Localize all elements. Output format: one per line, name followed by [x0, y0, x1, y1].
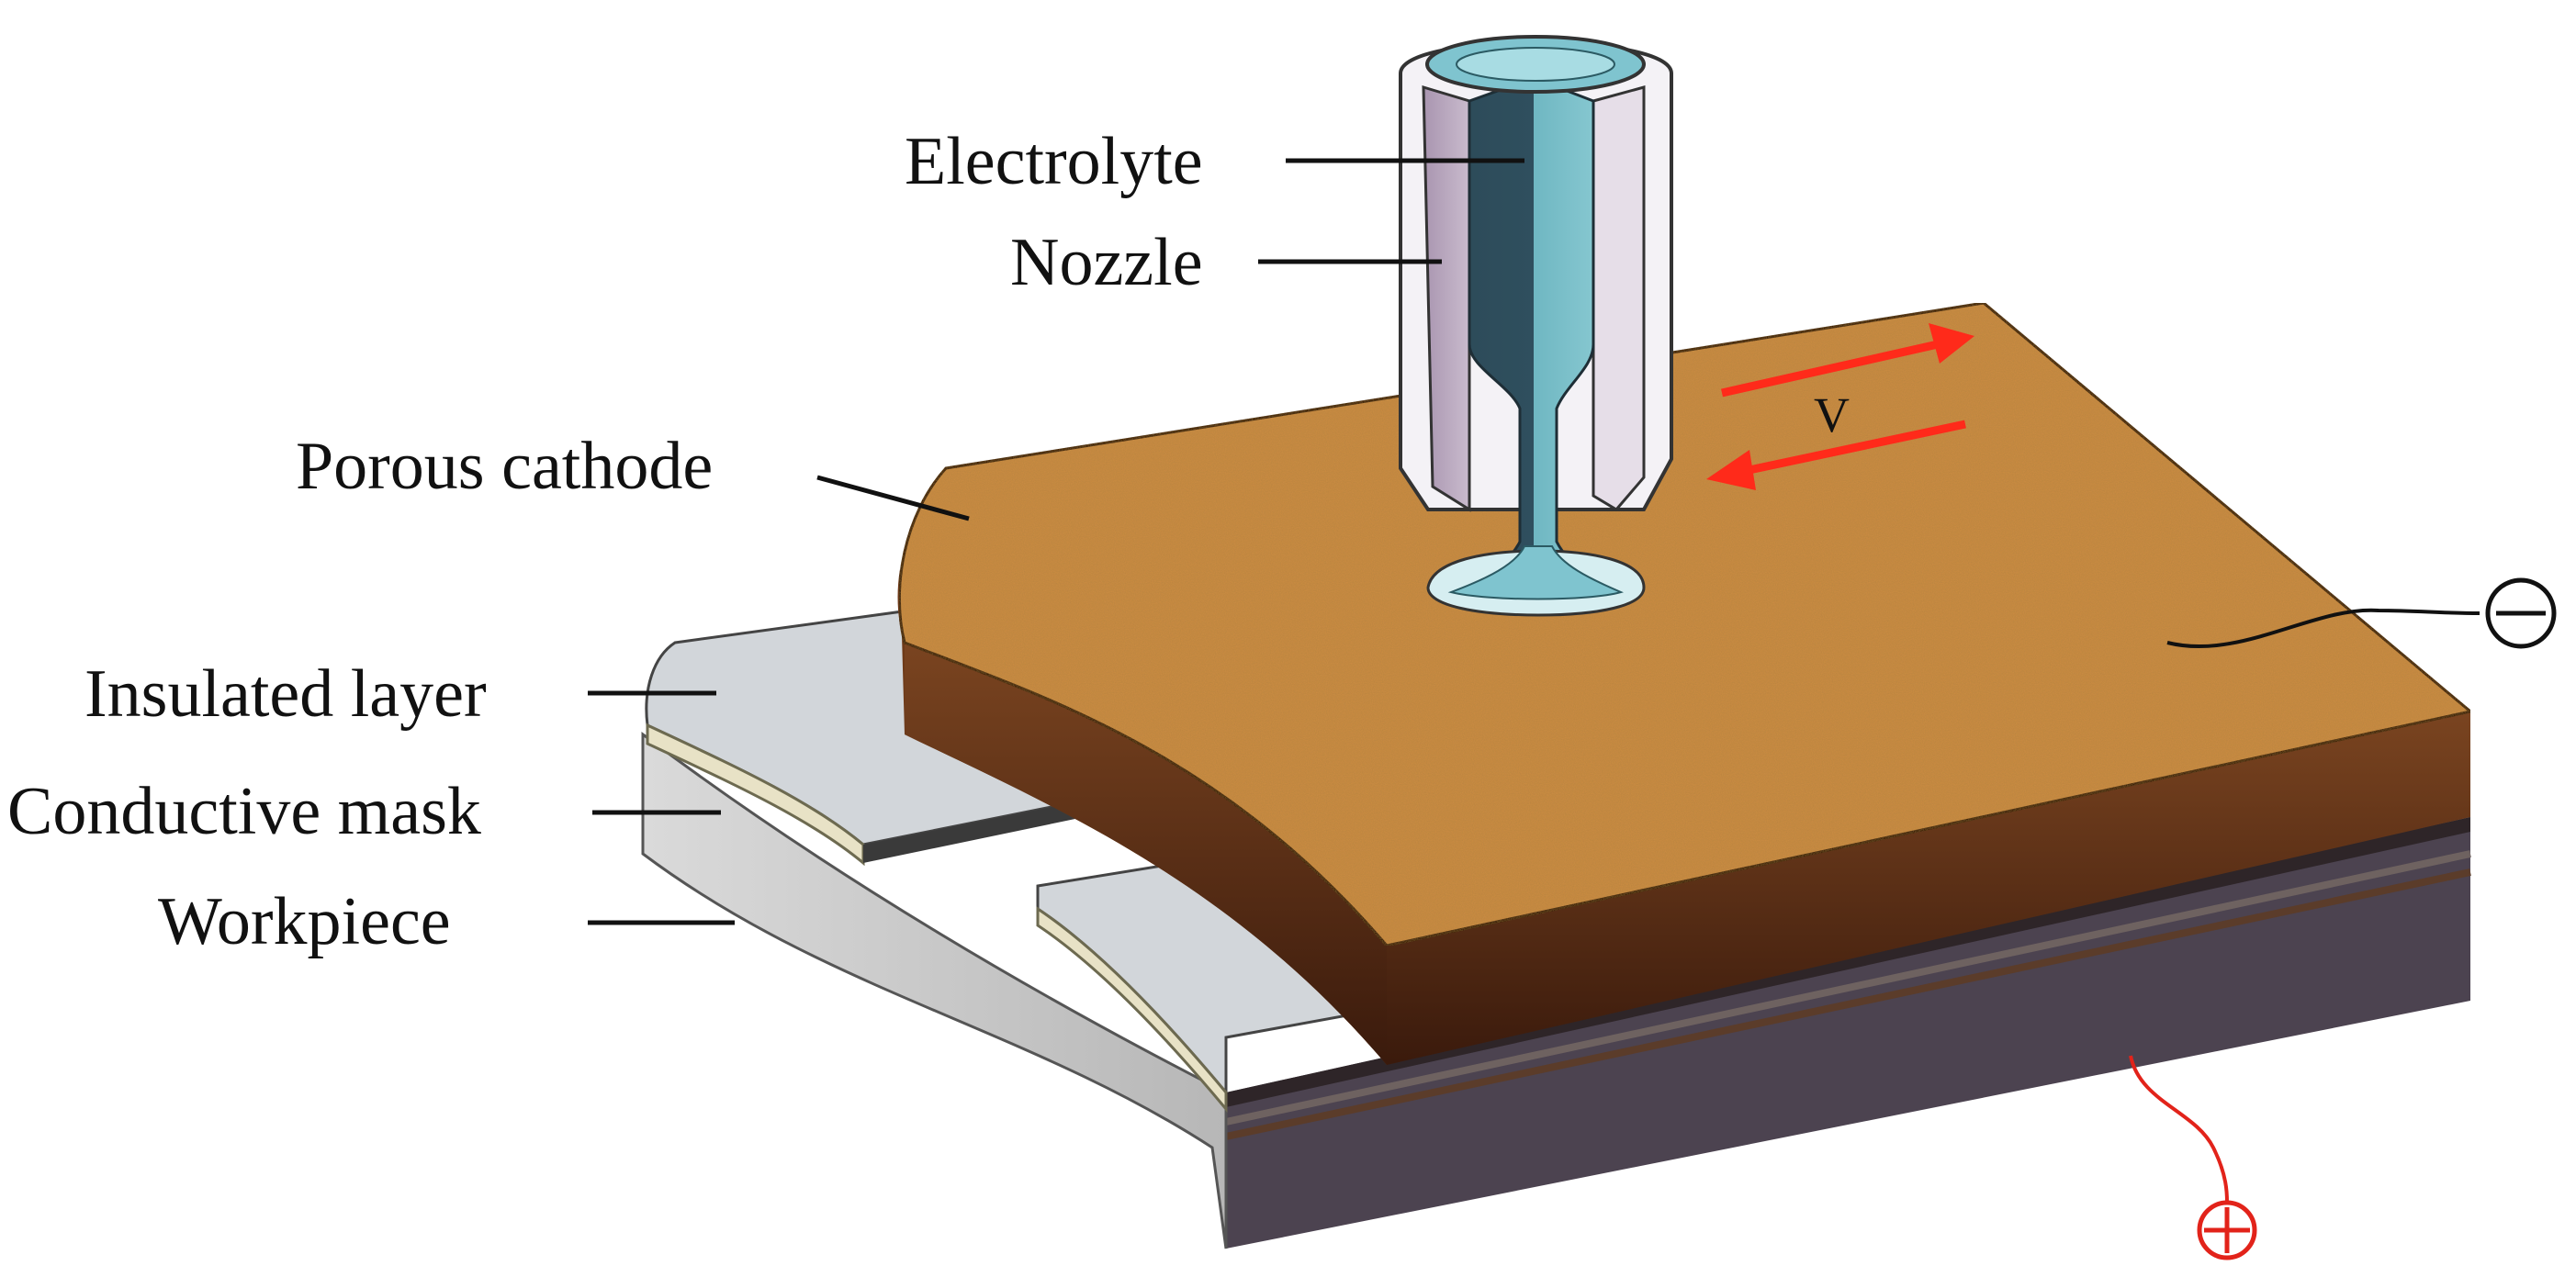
porous-cathode	[897, 301, 2474, 1065]
nozzle-assembly	[1399, 35, 1673, 617]
cathode-top-face	[897, 301, 2474, 947]
workpiece-front-top-strip	[1226, 817, 2470, 1107]
nozzle-wall-right	[1592, 85, 1646, 511]
nozzle-wall	[1422, 84, 1471, 512]
workpiece-front-face	[1226, 817, 2470, 1249]
arrow-left	[1744, 420, 1966, 476]
workpiece	[641, 732, 2471, 1249]
workpiece-layer-line-2	[1225, 868, 2471, 1140]
electrolyte-surface	[1456, 47, 1615, 82]
insulated-layer-edge	[863, 799, 1093, 863]
terminals	[2129, 577, 2557, 1260]
arrow-right	[1721, 340, 1939, 398]
workpiece-layer-line	[1225, 850, 2471, 1126]
electrolyte-spray	[1447, 545, 1624, 600]
negative-terminal-icon	[2485, 577, 2557, 649]
cathode-side-shade	[905, 643, 1387, 1065]
motion-arrows: V	[1706, 323, 1974, 490]
label-nozzle: Nozzle	[1010, 225, 1203, 300]
label-electrolyte: Electrolyte	[905, 124, 1203, 199]
label-workpiece: Workpiece	[158, 884, 451, 959]
labels: Electrolyte Nozzle Porous cathode Insula…	[7, 124, 1203, 959]
leader-lines	[588, 158, 1524, 925]
velocity-label: V	[1814, 387, 1850, 442]
arrow-left-head	[1706, 450, 1756, 490]
cathode-front-face	[1387, 711, 2470, 1065]
label-insulated-layer: Insulated layer	[84, 656, 487, 732]
label-porous-cathode: Porous cathode	[296, 429, 713, 504]
positive-lead	[2129, 1055, 2229, 1204]
label-conductive-mask: Conductive mask	[7, 774, 481, 849]
positive-terminal-icon	[2197, 1200, 2257, 1260]
conductive-mask-lower	[1036, 906, 1228, 1114]
negative-lead	[2166, 608, 2480, 649]
leader-porous-cathode	[816, 475, 970, 521]
arrow-right-head	[1929, 323, 1974, 364]
workpiece-curved-side	[641, 732, 1228, 1249]
